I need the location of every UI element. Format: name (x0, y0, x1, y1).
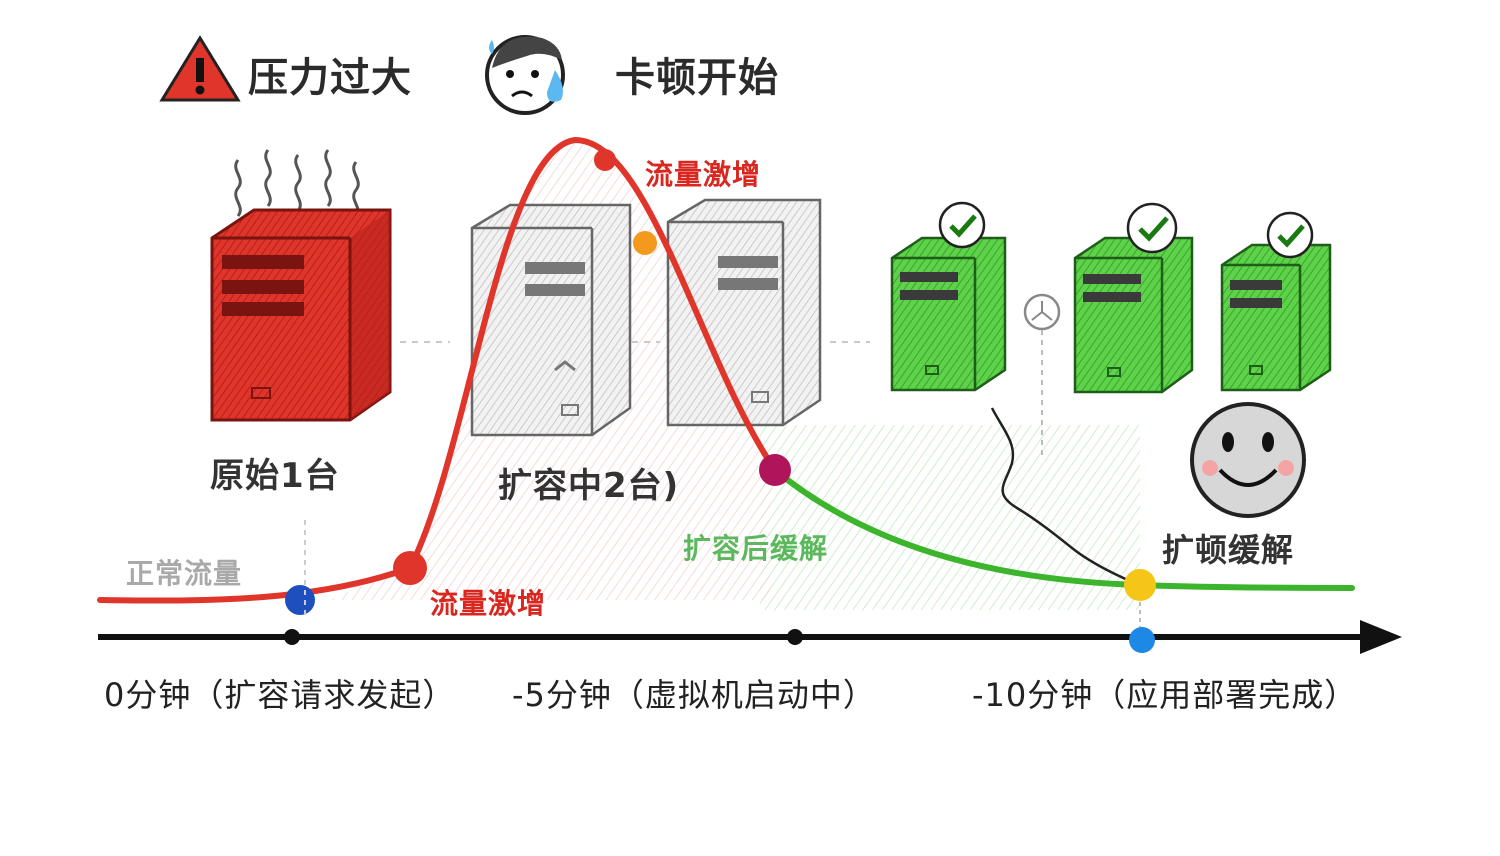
booting-server-2-icon (666, 198, 822, 427)
tick-0min (284, 629, 300, 645)
heat-waves-icon (234, 149, 360, 219)
normal-traffic-label: 正常流量 (126, 557, 243, 590)
ready-server-2-icon (1073, 202, 1194, 394)
original-server-icon (210, 208, 392, 422)
point-normal (285, 585, 315, 615)
point-surge-peak (594, 149, 616, 171)
timeline-label-5min: -5分钟（虚拟机启动中） (512, 676, 876, 714)
point-resolved (1124, 569, 1156, 601)
ready-server-3-icon (1220, 211, 1332, 392)
ready-server-1-icon (890, 201, 1007, 392)
point-relief (759, 454, 791, 486)
point-scaling (633, 231, 657, 255)
smiley-face-icon (1190, 402, 1306, 518)
squiggle-connector (990, 407, 1143, 588)
scaling-server-label: 扩容中2台) (498, 466, 680, 506)
timeline-label-0min: 0分钟（扩容请求发起） (104, 676, 456, 714)
tick-10min (1129, 627, 1155, 653)
traffic-relief-curve (772, 467, 1355, 591)
booting-server-1-icon (470, 203, 632, 437)
resolved-label: 扩顿缓解 (1162, 531, 1295, 569)
sweating-face-icon (485, 35, 565, 115)
original-server-label: 原始1台 (210, 456, 340, 496)
lag-title: 卡顿开始 (615, 55, 779, 101)
tick-5min (787, 629, 803, 645)
surge-label-high: 流量激增 (645, 158, 762, 191)
warning-title: 压力过大 (248, 55, 412, 101)
timeline-arrow-icon (1360, 620, 1402, 654)
surge-label-low: 流量激增 (430, 587, 547, 620)
point-surge-start (393, 551, 427, 585)
timeline-label-10min: -10分钟（应用部署完成） (972, 676, 1358, 714)
clock-icon (1023, 293, 1061, 460)
check-icon (949, 214, 977, 238)
check-icon (1277, 224, 1305, 248)
relief-label: 扩容后缓解 (683, 532, 829, 565)
check-icon (1138, 216, 1169, 242)
warning-triangle-icon (159, 35, 241, 102)
